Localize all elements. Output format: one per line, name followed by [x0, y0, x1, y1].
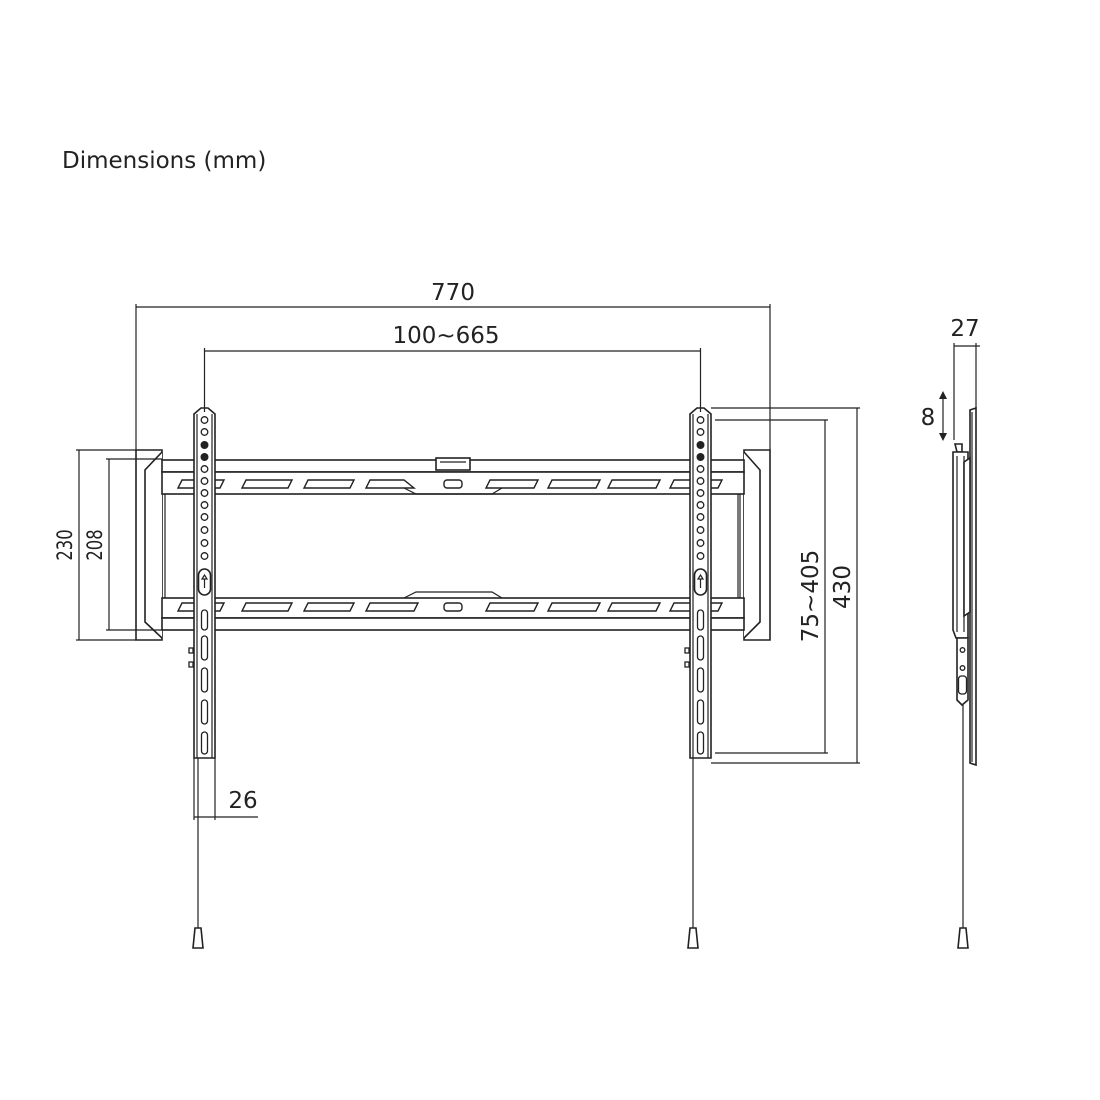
right-arm — [684, 407, 712, 949]
wall-plate — [135, 449, 771, 641]
dim-label-75-405: 75~405 — [798, 550, 824, 642]
dim-label-8: 8 — [921, 405, 936, 431]
dim-label-430: 430 — [830, 565, 856, 609]
dim-label-770: 770 — [431, 280, 475, 306]
dim-vesa-horizontal: 100~665 — [203, 323, 702, 412]
dim-label-100-665: 100~665 — [392, 323, 499, 349]
dim-vertical-right: 75~405 430 — [711, 407, 860, 764]
left-arm — [188, 407, 216, 949]
dim-overall-width: 770 — [135, 280, 771, 450]
dim-arm-width: 26 — [193, 758, 258, 820]
left-arm-holes — [188, 416, 212, 755]
page-title: Dimensions (mm) — [62, 148, 267, 174]
dim-label-208: 208 — [84, 529, 107, 560]
dim-label-230: 230 — [54, 529, 77, 560]
dim-label-26: 26 — [228, 788, 257, 814]
dim-plate-heights: 230 208 — [54, 449, 162, 641]
side-view: 27 8 — [921, 316, 980, 949]
right-arm-holes — [684, 416, 708, 755]
dim-label-27: 27 — [950, 316, 979, 342]
